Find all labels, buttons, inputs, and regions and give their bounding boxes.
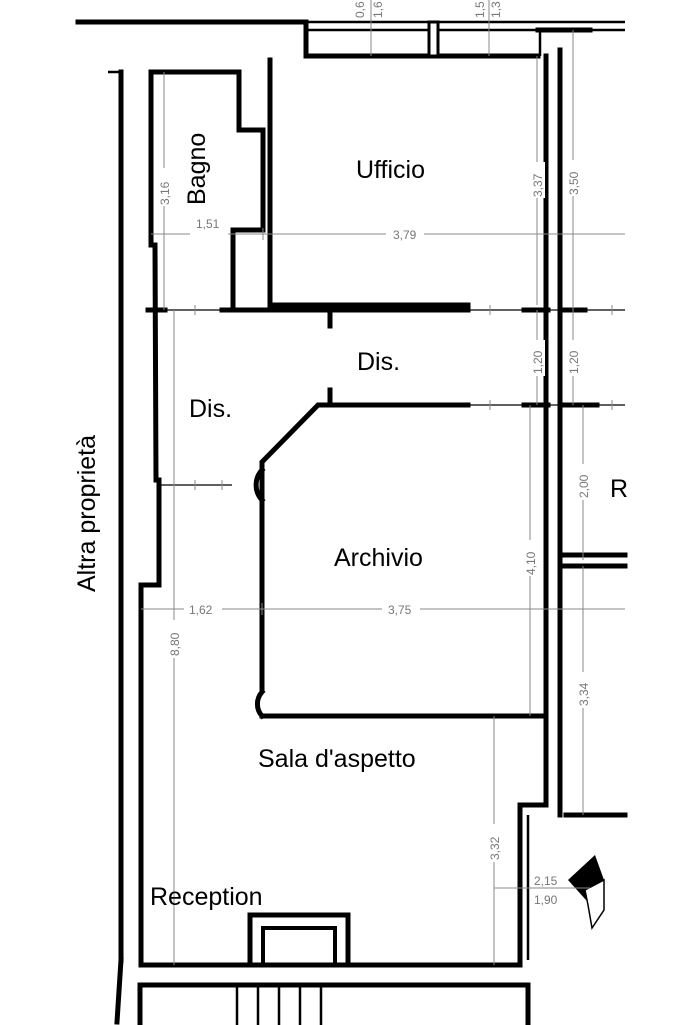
dim-bagno-w: 1,51 [196,217,220,231]
dim-entry-b: 1,90 [534,893,558,907]
dim-arch-w: 3,75 [388,603,412,617]
room-archivio: Archivio [334,544,423,572]
dim-right-334: 3,34 [577,682,591,706]
room-ufficio: Ufficio [356,156,425,184]
dim-arch-h: 4,10 [524,551,538,575]
walls [75,19,628,1025]
dim-top-d: 1,3 [489,1,503,18]
dim-left-w: 1,62 [189,603,213,617]
dim-dis-h1: 1,20 [531,350,545,374]
dim-sala-h: 3,32 [488,836,502,860]
room-bagno: Bagno [183,133,211,205]
room-sala: Sala d'aspetto [258,745,416,773]
room-r-cut: R [610,475,628,503]
dim-ufficio-h: 3,37 [531,173,545,197]
dim-dis-h2: 1,20 [567,350,581,374]
room-reception: Reception [150,883,263,911]
dim-top-c: 1,5 [473,1,487,18]
dim-bagno-h: 3,16 [158,181,172,205]
entrance-arrow-icon [568,855,605,930]
room-dis-top: Dis. [357,348,400,376]
dim-right-200: 2,00 [577,474,591,498]
dim-ufficio-w: 3,79 [393,228,417,242]
dim-right-350: 3,50 [567,171,581,195]
room-dis-left: Dis. [189,395,232,423]
altra-proprieta-label: Altra proprietà [73,435,101,592]
dimension-lines [141,0,625,965]
room-labels: Ufficio Bagno Dis. Dis. Archivio Sala d'… [73,133,628,911]
door-openings [159,305,625,490]
dim-entry-a: 2,15 [534,874,558,888]
dim-top-b: 1,6 [371,1,385,18]
dimension-labels: 0,6 1,6 1,5 1,3 3,16 1,51 3,79 3,37 3,50… [156,1,591,907]
dim-total-h: 8,80 [168,632,182,656]
dim-top-a: 0,6 [353,1,367,18]
